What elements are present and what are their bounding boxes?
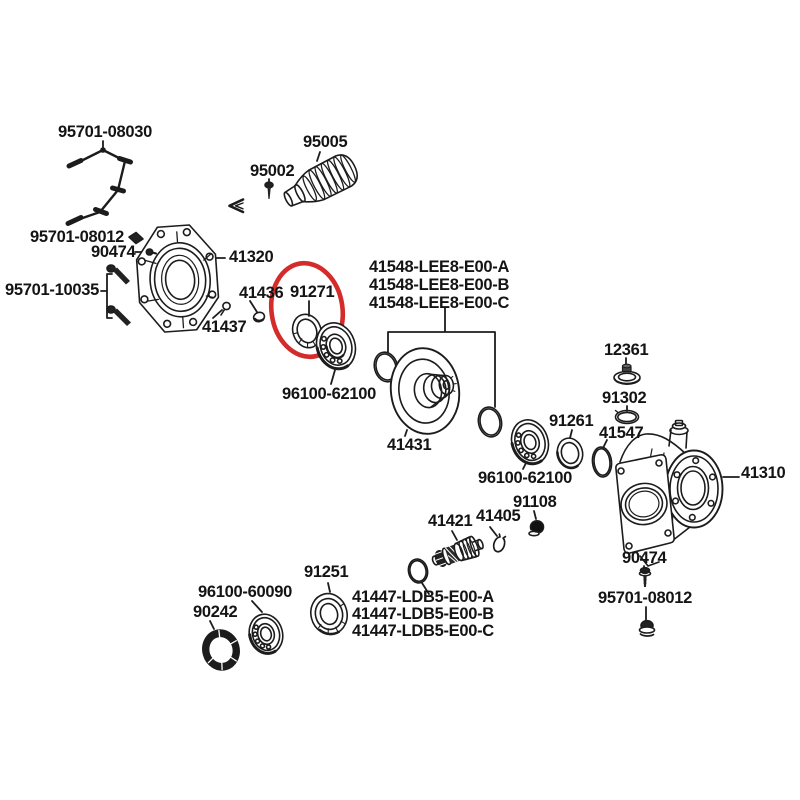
part-label-95005: 95005 <box>303 133 348 151</box>
screw-drawing <box>264 181 274 199</box>
bolt-pair-drawing <box>106 264 131 326</box>
part-label-90474-right: 90474 <box>622 549 667 567</box>
pin-drawing <box>220 301 231 316</box>
part-label-41548-c: 41548-LEE8-E00-C <box>369 294 510 312</box>
leader-lines <box>100 140 740 630</box>
part-label-12361: 12361 <box>604 341 649 359</box>
plug-drawing <box>613 363 641 385</box>
bolt-91108-drawing <box>528 519 545 537</box>
part-label-91271: 91271 <box>290 283 335 301</box>
part-label-41447-b: 41447-LDB5-E00-B <box>352 605 494 623</box>
part-label-96100-62100-upper: 96100-62100 <box>282 385 376 403</box>
bearing-62100-upper-drawing <box>315 322 357 371</box>
part-label-41547: 41547 <box>599 424 644 442</box>
oring-41548-right-drawing <box>477 406 503 438</box>
part-label-95002: 95002 <box>250 162 295 180</box>
seal-91271-drawing <box>291 313 323 349</box>
bolt-95701-08012-right-drawing <box>638 619 656 637</box>
part-label-41548-b: 41548-LEE8-E00-B <box>369 276 510 294</box>
pinion-drawing <box>431 535 484 567</box>
bearing-60090-drawing <box>248 613 284 655</box>
oring-41547-drawing <box>591 446 613 478</box>
bolt-pattern-drawing <box>65 147 133 226</box>
seal-90242-drawing <box>202 629 240 671</box>
part-label-91108: 91108 <box>513 493 557 511</box>
part-label-95701-08012-left: 95701-08012 <box>30 228 124 246</box>
cover-drawing <box>135 224 220 333</box>
part-label-91302: 91302 <box>602 389 647 407</box>
bolt-95701-08012-left-drawing <box>128 231 144 245</box>
part-label-90474-left: 90474 <box>91 243 136 261</box>
oring-41447-drawing <box>407 558 429 584</box>
part-label-96100-62100-lower: 96100-62100 <box>478 469 572 487</box>
oring-91302-drawing <box>614 409 640 425</box>
part-label-91251: 91251 <box>304 563 349 581</box>
housing-drawing <box>615 419 724 567</box>
boot-drawing <box>283 154 358 207</box>
part-label-95701-08030: 95701-08030 <box>58 123 152 141</box>
part-label-91261: 91261 <box>549 412 594 430</box>
part-label-96100-60090: 96100-60090 <box>198 583 292 601</box>
seal-91261-drawing <box>556 437 584 470</box>
part-label-95701-08012-right: 95701-08012 <box>598 589 692 607</box>
clip-drawing <box>492 533 507 553</box>
part-label-95701-10035: 95701-10035 <box>5 281 99 299</box>
cap-drawing <box>252 311 266 323</box>
part-label-41421: 41421 <box>428 512 473 530</box>
part-label-41320: 41320 <box>229 248 274 266</box>
part-label-41447-c: 41447-LDB5-E00-C <box>352 622 494 640</box>
part-label-41405: 41405 <box>476 507 521 525</box>
part-label-41548-a: 41548-LEE8-E00-A <box>369 258 510 276</box>
part-label-41437: 41437 <box>202 318 247 336</box>
highlight-circle <box>268 260 346 360</box>
part-label-41447-a: 41447-LDB5-E00-A <box>352 588 494 606</box>
bolt-90474-left-drawing <box>145 248 157 256</box>
part-label-41436: 41436 <box>239 284 284 302</box>
bearing-62100-lower-drawing <box>510 419 550 466</box>
seal-91251-drawing <box>310 592 348 636</box>
part-label-41431: 41431 <box>387 436 432 454</box>
ring-gear-drawing <box>389 347 461 435</box>
part-label-41310: 41310 <box>741 464 786 482</box>
part-label-90242: 90242 <box>193 603 238 621</box>
bolt-90474-right-drawing <box>638 566 652 587</box>
direction-arrow-icon <box>228 198 245 214</box>
